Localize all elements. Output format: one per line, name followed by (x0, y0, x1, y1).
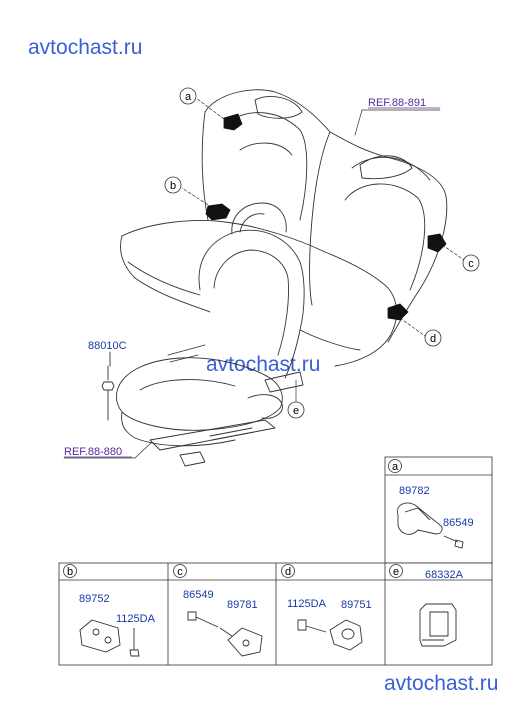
front-seat-rails (149, 344, 304, 467)
callout-c-circle (462, 254, 480, 272)
ref-rear-seat-link[interactable]: REF.88-891 (368, 97, 426, 109)
callout-b: b (170, 180, 176, 192)
watermark-bottom: avtochast.ru (384, 672, 499, 695)
rear-seat-back (201, 89, 448, 343)
watermark-middle: avtochast.ru (206, 353, 321, 376)
callout-e: e (293, 405, 299, 417)
callout-b-circle (164, 176, 182, 194)
part-1125da-label-d[interactable]: 1125DA (287, 598, 327, 610)
bolt-88010c-drawing (101, 351, 115, 421)
box-e-letter: e (393, 566, 399, 578)
box-b-letter: b (67, 566, 73, 578)
callout-c: c (468, 258, 474, 270)
part-86549-label-c[interactable]: 86549 (183, 589, 214, 601)
box-a-letter: a (392, 461, 399, 473)
callout-e-circle (287, 401, 305, 419)
watermark-top: avtochast.ru (28, 36, 143, 59)
rear-seat-cushion (120, 220, 397, 367)
ref-front-seat-link[interactable]: REF.88-880 (64, 446, 122, 458)
detail-box-a (384, 456, 493, 564)
part-89752-label[interactable]: 89752 (79, 593, 110, 605)
front-seat-back (198, 202, 305, 379)
callout-d-circle (424, 329, 442, 347)
part-88010c-label[interactable]: 88010C (88, 340, 127, 352)
box-d-letter: d (285, 566, 291, 578)
front-seat-cushion (115, 357, 283, 447)
callout-d: d (430, 333, 436, 345)
part-89782-label[interactable]: 89782 (399, 485, 430, 497)
part-89751-drawing (297, 619, 363, 651)
part-68332a-drawing (419, 603, 457, 647)
part-86549-label-a[interactable]: 86549 (443, 517, 474, 529)
callout-a: a (185, 91, 192, 103)
part-68332a-label[interactable]: 68332A (425, 569, 464, 581)
part-89781-label[interactable]: 89781 (227, 599, 258, 611)
part-89751-label[interactable]: 89751 (341, 599, 372, 611)
callout-a-circle (179, 87, 197, 105)
box-c-letter: c (177, 566, 183, 578)
part-1125da-label-b[interactable]: 1125DA (116, 613, 156, 625)
part-89752-drawing (79, 619, 140, 657)
part-89781-drawing (187, 611, 263, 657)
